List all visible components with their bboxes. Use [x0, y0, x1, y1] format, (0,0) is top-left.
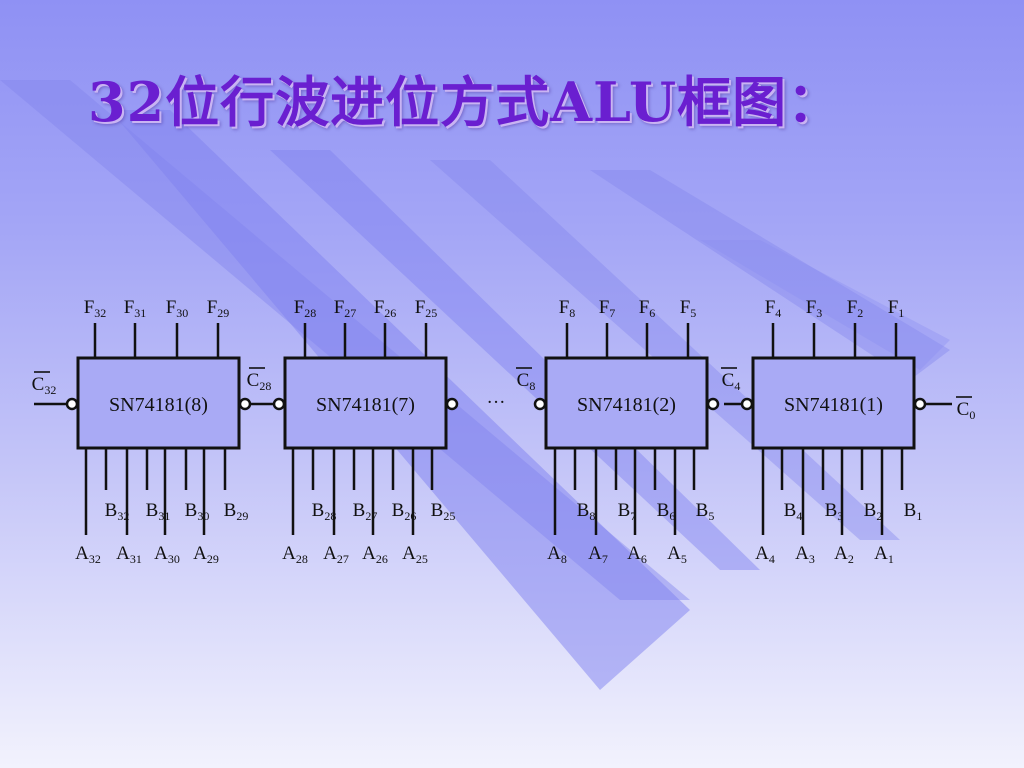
f-output-label: F27: [334, 297, 357, 320]
carry-in-label: C0: [957, 399, 976, 422]
chip-label-4: SN74181(1): [784, 394, 883, 416]
ellipsis: ···: [487, 392, 506, 413]
carry-label-c28: C28: [247, 370, 272, 393]
b-input-label: B7: [618, 500, 637, 523]
carry-label-c8: C8: [517, 370, 536, 393]
b-input-label: B5: [696, 500, 715, 523]
chip-label-3: SN74181(2): [577, 394, 676, 416]
carry-in-bubble: [445, 397, 459, 411]
a-input-label: A28: [282, 543, 308, 566]
f-output-label: F2: [847, 297, 864, 320]
f-output-label: F26: [374, 297, 397, 320]
carry-out-bubble: [740, 397, 754, 411]
b-input-label: B1: [904, 500, 923, 523]
f-output-label: F3: [806, 297, 823, 320]
chip-label-1: SN74181(8): [109, 394, 208, 416]
b-input-label: B25: [431, 500, 456, 523]
a-input-label: A30: [154, 543, 180, 566]
carry-out-label: C32: [32, 374, 57, 397]
b-input-label: B27: [353, 500, 378, 523]
b-input-label: B31: [146, 500, 171, 523]
a-input-label: A29: [193, 543, 219, 566]
carry-out-bubble: [533, 397, 547, 411]
carry-label-c4: C4: [722, 370, 741, 393]
a-input-label: A4: [755, 543, 775, 566]
a-input-label: A26: [362, 543, 388, 566]
f-output-label: F6: [639, 297, 656, 320]
a-input-label: A5: [667, 543, 687, 566]
a-input-label: A3: [795, 543, 815, 566]
a-input-label: A2: [834, 543, 854, 566]
b-input-label: B30: [185, 500, 210, 523]
b-input-label: B32: [105, 500, 130, 523]
carry-in-bubble: [238, 397, 252, 411]
f-output-label: F1: [888, 297, 905, 320]
b-input-label: B4: [784, 500, 803, 523]
f-output-label: F32: [84, 297, 107, 320]
b-input-label: B3: [825, 500, 844, 523]
b-input-label: B28: [312, 500, 337, 523]
chip-label-2: SN74181(7): [316, 394, 415, 416]
page-title: 32位行波进位方式ALU框图：: [88, 70, 843, 134]
f-output-label: F25: [415, 297, 438, 320]
a-input-label: A8: [547, 543, 567, 566]
a-input-label: A25: [402, 543, 428, 566]
b-input-label: B2: [864, 500, 883, 523]
b-input-label: B29: [224, 500, 249, 523]
carry-in-bubble: [913, 397, 927, 411]
f-output-label: F30: [166, 297, 189, 320]
a-input-label: A7: [588, 543, 608, 566]
carry-out-bubble: [65, 397, 79, 411]
a-input-label: A31: [116, 543, 142, 566]
alu-chip-3: [544, 356, 709, 450]
carry-out-bubble: [272, 397, 286, 411]
b-input-label: B6: [657, 500, 676, 523]
a-input-label: A6: [627, 543, 647, 566]
f-output-label: F7: [599, 297, 616, 320]
f-output-label: F4: [765, 297, 782, 320]
f-output-label: F31: [124, 297, 147, 320]
f-output-label: F8: [559, 297, 576, 320]
carry-in-bubble: [706, 397, 720, 411]
a-input-label: A32: [75, 543, 101, 566]
a-input-label: A1: [874, 543, 894, 566]
b-input-label: B8: [577, 500, 596, 523]
a-input-label: A27: [323, 543, 349, 566]
f-output-label: F28: [294, 297, 317, 320]
b-input-label: B26: [392, 500, 417, 523]
f-output-label: F5: [680, 297, 697, 320]
f-output-label: F29: [207, 297, 230, 320]
